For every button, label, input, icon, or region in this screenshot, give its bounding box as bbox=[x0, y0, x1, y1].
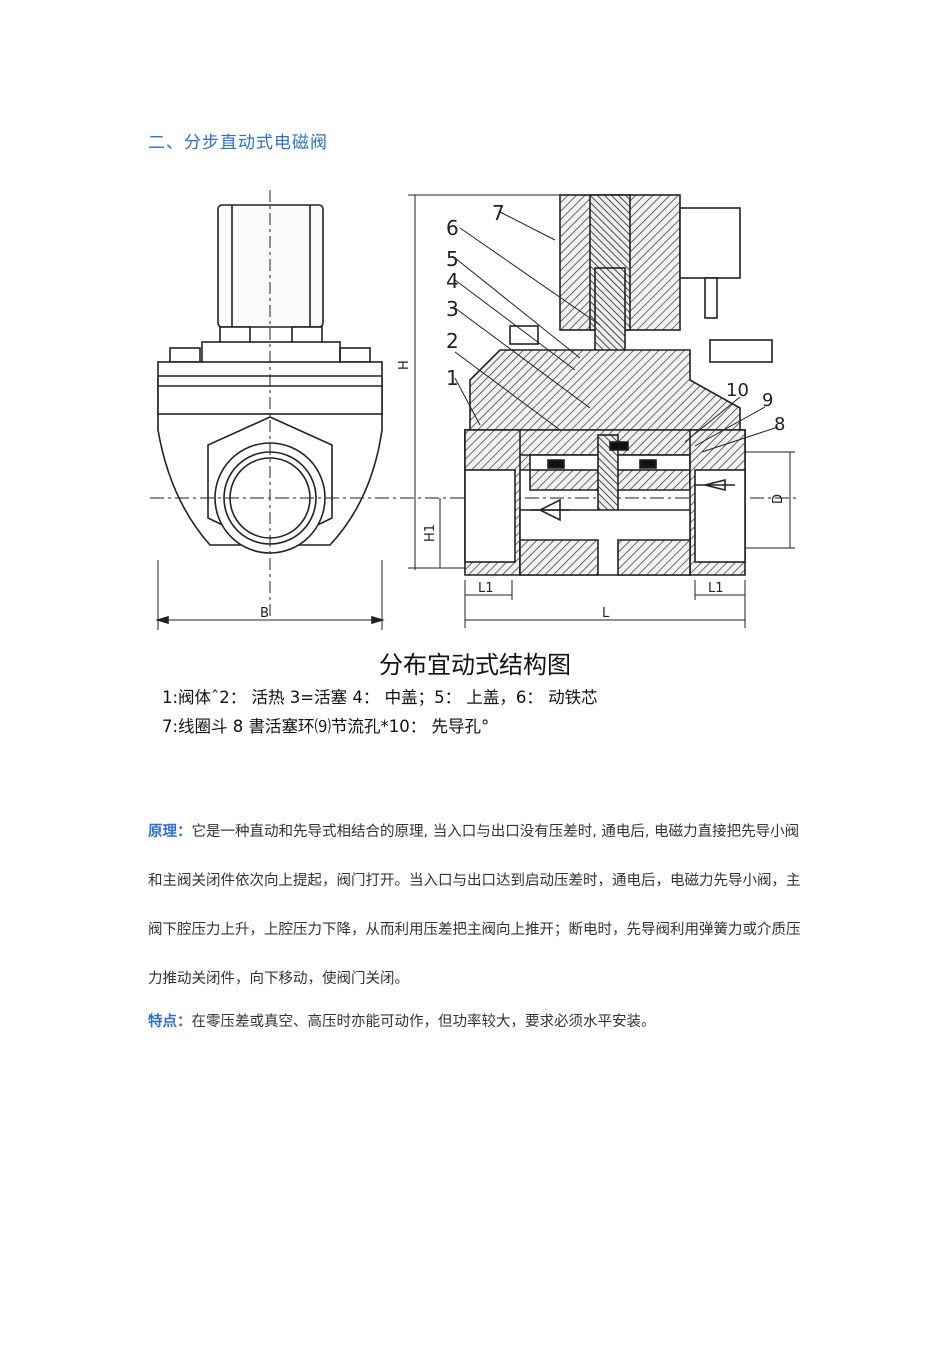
dim-l: L bbox=[602, 606, 610, 621]
features-label: 特点： bbox=[148, 1014, 192, 1030]
callout-1: 1 bbox=[446, 366, 459, 390]
valve-structure-diagram: 7 6 5 4 3 2 1 10 9 8 H H1 D L1 L1 L B bbox=[150, 180, 800, 635]
callout-labels: 7 6 5 4 3 2 1 10 9 8 bbox=[446, 201, 785, 435]
features-text: 在零压差或真空、高压时亦能可动作，但功率较大，要求必须水平安装。 bbox=[191, 1014, 656, 1030]
callout-3: 3 bbox=[446, 297, 459, 321]
dim-b: B bbox=[260, 606, 269, 621]
callout-4: 4 bbox=[446, 269, 459, 293]
section-heading: 二、分步直动式电磁阀 bbox=[148, 133, 328, 153]
valve-drawing: 7 6 5 4 3 2 1 10 9 8 H H1 D L1 L1 L B bbox=[150, 190, 800, 630]
section-view bbox=[464, 194, 773, 576]
figure-legend-line-2: 7:线圈斗 8 書活塞环⑼节流孔*10： 先导孔° bbox=[162, 717, 490, 736]
section-dimensions bbox=[408, 194, 795, 628]
dimension-labels: H H1 D L1 L1 L B bbox=[260, 360, 786, 621]
principle-label: 原理： bbox=[148, 824, 192, 840]
callout-7: 7 bbox=[492, 201, 505, 225]
callout-2: 2 bbox=[446, 329, 459, 353]
figure-legend-line-1: 1:阀体ˆ2： 活热 3=活塞 4： 中盖；5： 上盖，6： 动铁芯 bbox=[162, 688, 598, 707]
dim-h1: H1 bbox=[423, 524, 438, 542]
figure-caption-title: 分布宜动式结构图 bbox=[379, 651, 571, 679]
dim-d: D bbox=[771, 494, 786, 504]
principle-paragraph: 原理：它是一种直动和先导式相结合的原理, 当入口与出口没有压差时, 通电后, 电… bbox=[148, 808, 808, 1004]
features-paragraph: 特点：在零压差或真空、高压时亦能可动作，但功率较大，要求必须水平安装。 bbox=[148, 1010, 808, 1034]
callout-6: 6 bbox=[446, 216, 459, 240]
callout-9: 9 bbox=[762, 390, 773, 411]
callout-5: 5 bbox=[446, 247, 459, 271]
dim-l1-right: L1 bbox=[708, 581, 724, 596]
front-view bbox=[150, 190, 800, 630]
dim-h: H bbox=[397, 360, 412, 370]
principle-text: 它是一种直动和先导式相结合的原理, 当入口与出口没有压差时, 通电后, 电磁力直… bbox=[148, 824, 801, 987]
dim-l1-left: L1 bbox=[478, 581, 494, 596]
callout-10: 10 bbox=[726, 380, 749, 401]
callout-8: 8 bbox=[774, 414, 785, 435]
callout-leaders bbox=[454, 211, 779, 453]
